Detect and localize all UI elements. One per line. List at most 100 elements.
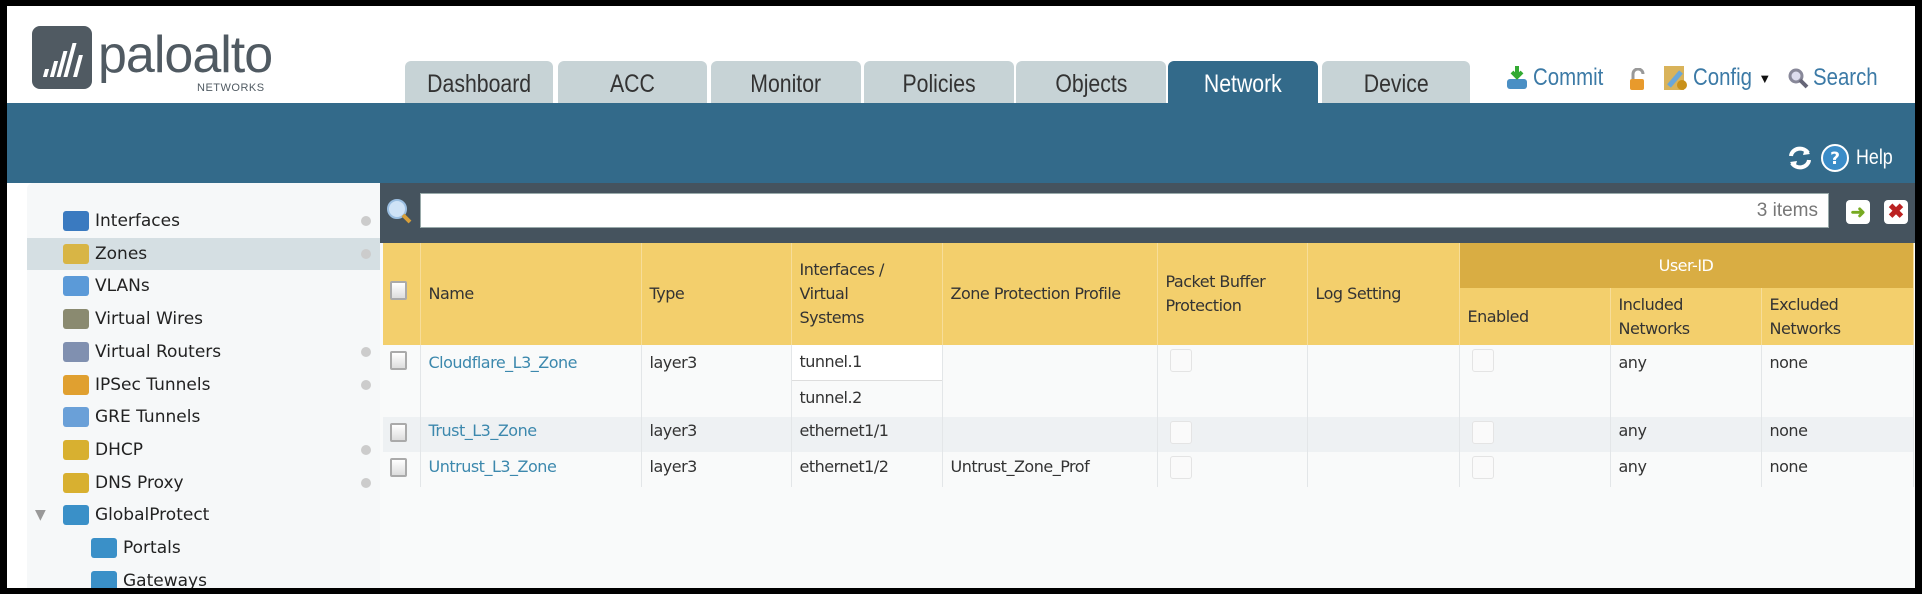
sidebar-item-globalprotect[interactable]: ▼ GlobalProtect	[27, 499, 380, 531]
tab-label: Device	[1363, 70, 1429, 98]
enabled-cell	[1459, 417, 1611, 452]
packet-buffer-checkbox	[1169, 421, 1192, 444]
tab-network[interactable]: Network	[1168, 61, 1318, 103]
sidebar-item-dhcp[interactable]: DHCP	[27, 434, 380, 466]
sidebar-item-gre-tunnels[interactable]: GRE Tunnels	[27, 401, 380, 433]
zones-table: Name Type Interfaces / Virtual Systems Z…	[383, 243, 1914, 487]
col-zone-protection-profile[interactable]: Zone Protection Profile	[942, 243, 1158, 345]
col-included-networks[interactable]: Included Networks	[1610, 288, 1762, 345]
status-dot-icon	[361, 477, 371, 488]
sidebar-item-label: GlobalProtect	[95, 505, 210, 526]
sidebar-item-label: Zones	[95, 243, 148, 264]
status-dot-icon	[361, 248, 371, 259]
filter-input[interactable]: 3 items	[420, 193, 1829, 228]
config-icon	[1664, 66, 1687, 90]
help-button[interactable]: ? Help	[1820, 143, 1899, 173]
type-cell: layer3	[641, 417, 792, 452]
interfaces-cell: ethernet1/2	[791, 452, 943, 487]
virtual-wires-icon	[63, 309, 89, 330]
dhcp-icon	[63, 439, 89, 460]
included-networks-cell: any	[1610, 417, 1762, 452]
tab-monitor[interactable]: Monitor	[711, 61, 861, 103]
excluded-networks-cell: none	[1761, 417, 1914, 452]
virtual-routers-icon	[63, 341, 89, 362]
sidebar-item-zones[interactable]: Zones	[27, 237, 380, 270]
apply-filter-arrow-icon[interactable]: ➜	[1846, 200, 1870, 224]
paloalto-logo: paloalto NETWORKS	[32, 26, 273, 94]
row-checkbox[interactable]	[390, 458, 407, 477]
col-log-setting[interactable]: Log Setting	[1307, 243, 1460, 345]
col-excluded-networks[interactable]: Excluded Networks	[1761, 288, 1914, 345]
sidebar-item-virtual-wires[interactable]: Virtual Wires	[27, 303, 380, 335]
tab-acc[interactable]: ACC	[558, 61, 707, 103]
zone-name-link[interactable]: Cloudflare_L3_Zone	[428, 353, 578, 372]
col-name[interactable]: Name	[420, 243, 642, 345]
type-cell: layer3	[641, 345, 792, 417]
interface-value: tunnel.1	[791, 345, 942, 381]
tab-label: Dashboard	[427, 70, 531, 98]
col-enabled[interactable]: Enabled	[1459, 288, 1611, 345]
sidebar-item-virtual-routers[interactable]: Virtual Routers	[27, 336, 380, 368]
user-id-enabled-checkbox	[1471, 456, 1494, 479]
lock-icon[interactable]	[1628, 67, 1648, 97]
sidebar-item-portals[interactable]: Portals	[27, 532, 380, 564]
globalprotect-icon	[63, 505, 89, 526]
top-header: paloalto NETWORKS Dashboard ACC Monitor …	[7, 6, 1915, 103]
sidebar-item-interfaces[interactable]: Interfaces	[27, 205, 380, 237]
row-select-cell	[383, 452, 421, 487]
col-interfaces[interactable]: Interfaces / Virtual Systems	[791, 243, 943, 345]
name-cell: Cloudflare_L3_Zone	[420, 345, 642, 417]
zone-name-link[interactable]: Untrust_L3_Zone	[428, 457, 557, 476]
excluded-networks-cell: none	[1761, 452, 1914, 487]
filter-search-icon	[386, 198, 414, 231]
zone-name-link[interactable]: Trust_L3_Zone	[428, 421, 538, 440]
col-type[interactable]: Type	[641, 243, 792, 345]
tab-policies[interactable]: Policies	[864, 61, 1014, 103]
sidebar-item-dns-proxy[interactable]: DNS Proxy	[27, 467, 380, 499]
sidebar-item-label: Interfaces	[95, 211, 180, 231]
tab-objects[interactable]: Objects	[1016, 61, 1166, 103]
logo-subtitle: NETWORKS	[197, 82, 265, 94]
interfaces-cell: tunnel.1 tunnel.2	[791, 345, 943, 417]
commit-label: Commit	[1533, 64, 1604, 91]
clear-filter-x-icon[interactable]: ✖	[1884, 200, 1908, 224]
item-count: 3 items	[1756, 200, 1818, 221]
tab-device[interactable]: Device	[1322, 61, 1470, 103]
row-select-cell	[383, 417, 421, 452]
sidebar-item-label: GRE Tunnels	[95, 407, 201, 428]
gre-tunnels-icon	[63, 407, 89, 428]
name-cell: Untrust_L3_Zone	[420, 452, 642, 487]
status-dot-icon	[361, 379, 371, 390]
row-checkbox[interactable]	[390, 423, 407, 442]
status-dot-icon	[361, 346, 371, 357]
tab-dashboard[interactable]: Dashboard	[405, 61, 553, 103]
refresh-icon[interactable]	[1787, 146, 1813, 175]
user-id-enabled-checkbox	[1471, 349, 1494, 372]
caret-down-icon: ▼	[1758, 70, 1772, 86]
select-all-header	[383, 243, 421, 345]
interface-value: tunnel.2	[799, 388, 863, 407]
dns-proxy-icon	[63, 472, 89, 493]
commit-button[interactable]: Commit	[1505, 64, 1616, 92]
col-packet-buffer-protection[interactable]: Packet Buffer Protection	[1157, 243, 1308, 345]
row-checkbox[interactable]	[390, 351, 407, 370]
tab-label: Policies	[902, 70, 976, 98]
sidebar-item-label: IPSec Tunnels	[95, 374, 211, 395]
expand-triangle-icon[interactable]: ▼	[35, 507, 46, 524]
tab-label: Monitor	[750, 70, 822, 98]
select-all-checkbox[interactable]	[390, 281, 407, 300]
sidebar-item-ipsec-tunnels[interactable]: IPSec Tunnels	[27, 369, 380, 401]
sidebar-item-label: VLANs	[95, 276, 150, 297]
logo-wordmark: paloalto	[98, 26, 273, 84]
sidebar-item-vlans[interactable]: VLANs	[27, 270, 380, 302]
enabled-cell	[1459, 345, 1611, 417]
sidebar-item-gateways[interactable]: Gateways	[27, 565, 380, 588]
tab-label: Network	[1204, 70, 1282, 98]
search-button[interactable]: Search	[1787, 64, 1889, 92]
included-networks-cell: any	[1610, 345, 1762, 417]
config-menu[interactable]: Config ▼	[1661, 64, 1771, 92]
zones-icon	[63, 243, 89, 264]
